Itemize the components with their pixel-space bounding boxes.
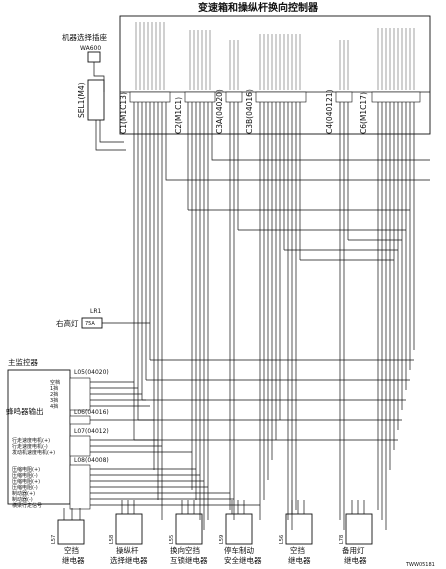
connector-l07: L07(04012) xyxy=(74,428,109,435)
relay-l59: L59 停车制动 安全继电器 xyxy=(219,500,262,565)
svg-text:继电器: 继电器 xyxy=(288,555,311,565)
svg-text:3挡: 3挡 xyxy=(50,397,58,404)
svg-text:行走速度电机(+): 行走速度电机(+) xyxy=(12,437,50,444)
main-monitor-label: 主监控器 xyxy=(8,357,38,367)
machine-socket-label: 机器选择插座 xyxy=(62,32,107,42)
svg-text:空挡: 空挡 xyxy=(64,545,79,555)
relay-l78-code: L78 xyxy=(339,535,345,544)
svg-text:选择继电器: 选择继电器 xyxy=(110,555,148,565)
svg-text:空档: 空档 xyxy=(50,379,60,386)
connector-l05: L05(04020) xyxy=(74,369,109,376)
horizontal-wires xyxy=(134,209,414,441)
connector-l06: L06(04016) xyxy=(74,409,109,416)
l07-pins: 行走速度电机(+) 行走速度电机(-) 发动机速度电机(+) xyxy=(12,435,192,457)
svg-text:备用灯: 备用灯 xyxy=(342,545,365,555)
right-lamp-code: LR1 xyxy=(90,308,102,315)
wire-bundle xyxy=(133,102,430,530)
svg-text:发动机速度电机(+): 发动机速度电机(+) xyxy=(12,449,55,456)
connector-c2: C2(M1C1) xyxy=(174,97,183,134)
svg-text:操纵杆: 操纵杆 xyxy=(116,545,139,555)
connector-sel1: SEL1(M4) xyxy=(77,82,86,118)
footer-code: TWW05181 xyxy=(405,562,435,568)
svg-text:4挡: 4挡 xyxy=(50,403,58,410)
connector-c3b: C3B(04016) xyxy=(245,89,254,134)
sel1-connector-block xyxy=(87,79,105,121)
right-lamp-pin: 75A xyxy=(85,321,95,327)
controller-box xyxy=(119,15,431,135)
svg-text:继电器: 继电器 xyxy=(344,555,367,565)
relay-l58-code: L58 xyxy=(109,535,115,544)
relay-l55: L55 换向空挡 互锁继电器 xyxy=(169,500,208,565)
svg-text:1挡: 1挡 xyxy=(50,385,58,392)
relay-l59-code: L59 xyxy=(219,535,225,544)
svg-text:压缩电阻(+): 压缩电阻(+) xyxy=(12,466,40,473)
buzzer-output-label: 蜂鸣器输出 xyxy=(6,406,44,416)
right-lamp-label: 右高灯 xyxy=(56,318,79,328)
svg-text:制动器(-): 制动器(-) xyxy=(12,496,33,503)
connector-l08: L08(04008) xyxy=(74,457,109,464)
svg-text:压缩电阻(-): 压缩电阻(-) xyxy=(12,472,38,479)
svg-text:继电器: 继电器 xyxy=(62,555,85,565)
relay-l56-code: L56 xyxy=(279,535,285,544)
relay-l57: L57 空挡 继电器 xyxy=(51,508,85,565)
svg-text:压缩电阻(-): 压缩电阻(-) xyxy=(12,484,38,491)
connector-c3a: C3A(04020) xyxy=(215,89,224,134)
svg-text:制动器(+): 制动器(+) xyxy=(12,490,35,497)
connector-c6: C6(M1C17) xyxy=(359,92,368,134)
diagram-title: 变速箱和操纵杆换向控制器 xyxy=(198,1,319,14)
connector-c4: C4(040121) xyxy=(325,89,334,134)
relay-l56: L56 空挡 继电器 xyxy=(279,500,313,565)
relay-l55-code: L55 xyxy=(169,535,175,544)
relay-l58: L58 操纵杆 选择继电器 xyxy=(109,500,148,565)
svg-text:换向空挡: 换向空挡 xyxy=(170,545,200,555)
machine-socket-code: WA600 xyxy=(80,45,101,52)
relay-l78: L78 备用灯 继电器 xyxy=(339,500,373,565)
l08-pins: 压缩电阻(+) 压缩电阻(-) 压缩电阻(+) 压缩电阻(-) 制动器(+) 制… xyxy=(12,464,260,510)
svg-text:安全继电器: 安全继电器 xyxy=(224,555,262,565)
svg-text:压缩电阻(+): 压缩电阻(+) xyxy=(12,478,40,485)
svg-text:行走速度电机(-): 行走速度电机(-) xyxy=(12,443,48,450)
l06-pin xyxy=(69,415,91,425)
svg-text:停车制动: 停车制动 xyxy=(224,545,254,555)
svg-text:横梁行走信号: 横梁行走信号 xyxy=(12,502,42,509)
relay-l57-code: L57 xyxy=(51,535,57,544)
l05-pins: 空档 1挡 2挡 3挡 4挡 xyxy=(50,377,150,411)
controller-label-columns xyxy=(135,22,415,90)
connector-c1: C1(M1C13) xyxy=(119,92,128,134)
machine-socket xyxy=(87,51,101,63)
svg-text:2挡: 2挡 xyxy=(50,391,58,398)
svg-text:互锁继电器: 互锁继电器 xyxy=(170,555,208,565)
svg-text:空挡: 空挡 xyxy=(290,545,305,555)
